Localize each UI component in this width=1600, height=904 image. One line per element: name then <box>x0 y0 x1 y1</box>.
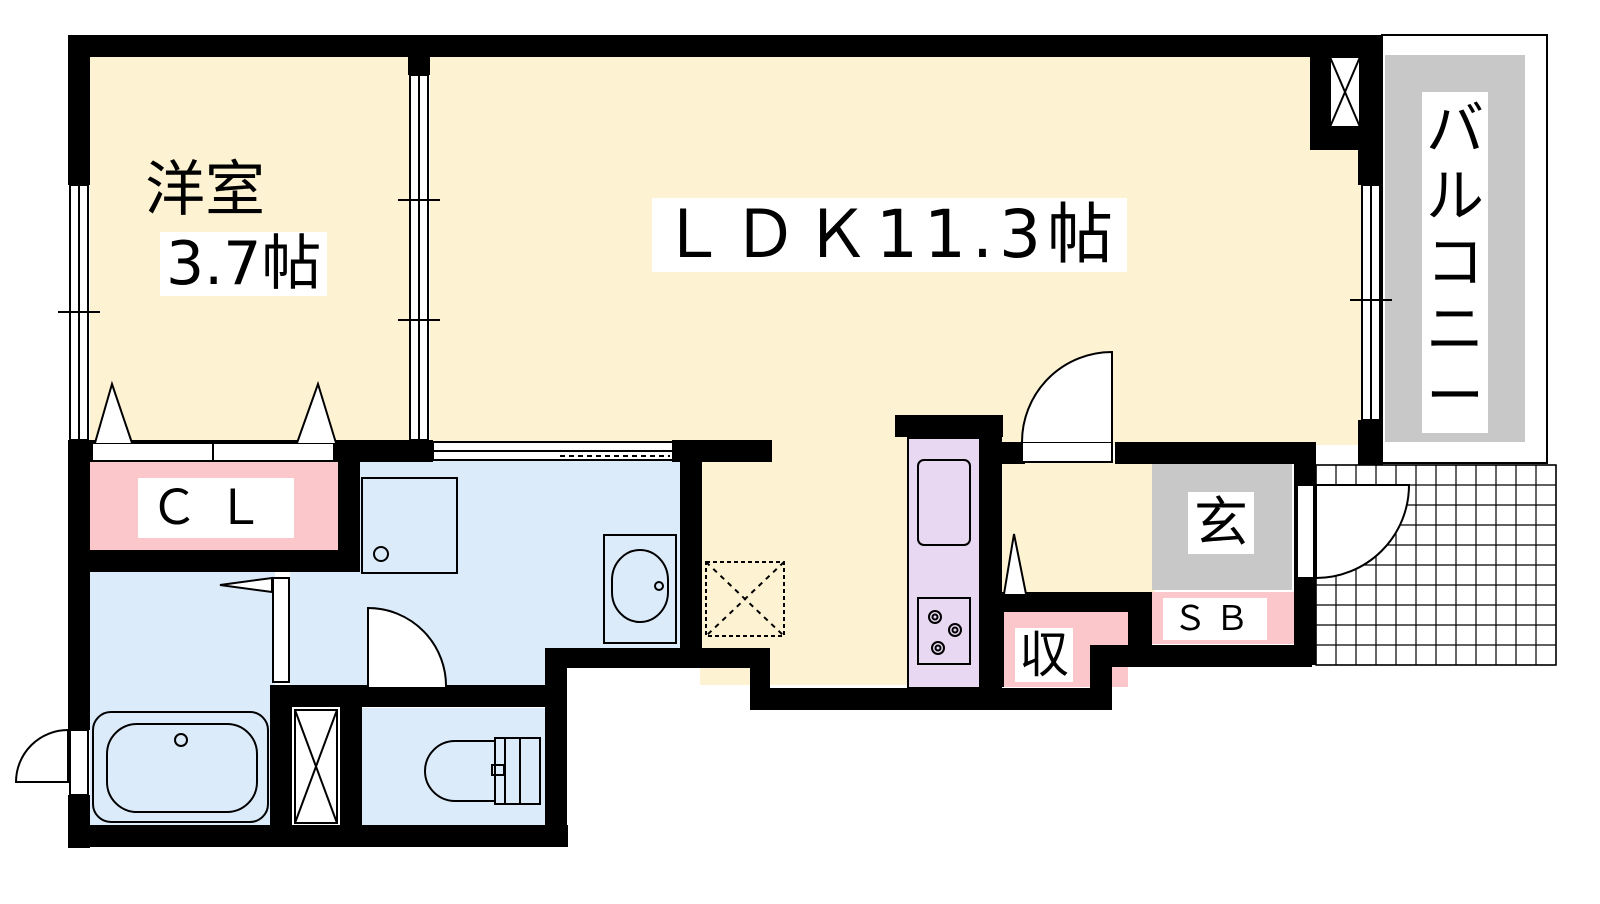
fixtures <box>92 56 1361 824</box>
doors <box>14 350 1411 783</box>
storage-label: 収 <box>1015 628 1073 682</box>
genkan-label: 玄 <box>1188 492 1254 554</box>
kitchen-sink <box>917 459 971 546</box>
bathroom-floor <box>90 570 275 825</box>
washbasin <box>603 534 677 644</box>
ldk-label: ＬＤＫ11.3帖 <box>652 198 1127 272</box>
balcony-label: バルコニー <box>1422 92 1488 434</box>
stove <box>917 597 971 665</box>
floor-hatch <box>705 561 785 637</box>
bathtub <box>92 711 269 823</box>
closet-label: ＣＬ <box>138 478 295 538</box>
toilet <box>424 740 496 802</box>
windows <box>58 74 1392 796</box>
walls <box>68 35 1383 848</box>
ldk-floor-lower <box>700 445 910 685</box>
youshitsu-name-label: 洋室 <box>145 155 265 225</box>
youshitsu-size-label: 3.7帖 <box>160 232 328 296</box>
balcony-outline <box>1381 34 1548 464</box>
ldk-floor-hall <box>1000 460 1155 595</box>
shoebox-label: ＳＢ <box>1163 598 1267 640</box>
toilet-floor <box>362 708 547 825</box>
washing-machine-pan <box>361 477 458 574</box>
toilet-storage-a <box>294 709 338 824</box>
